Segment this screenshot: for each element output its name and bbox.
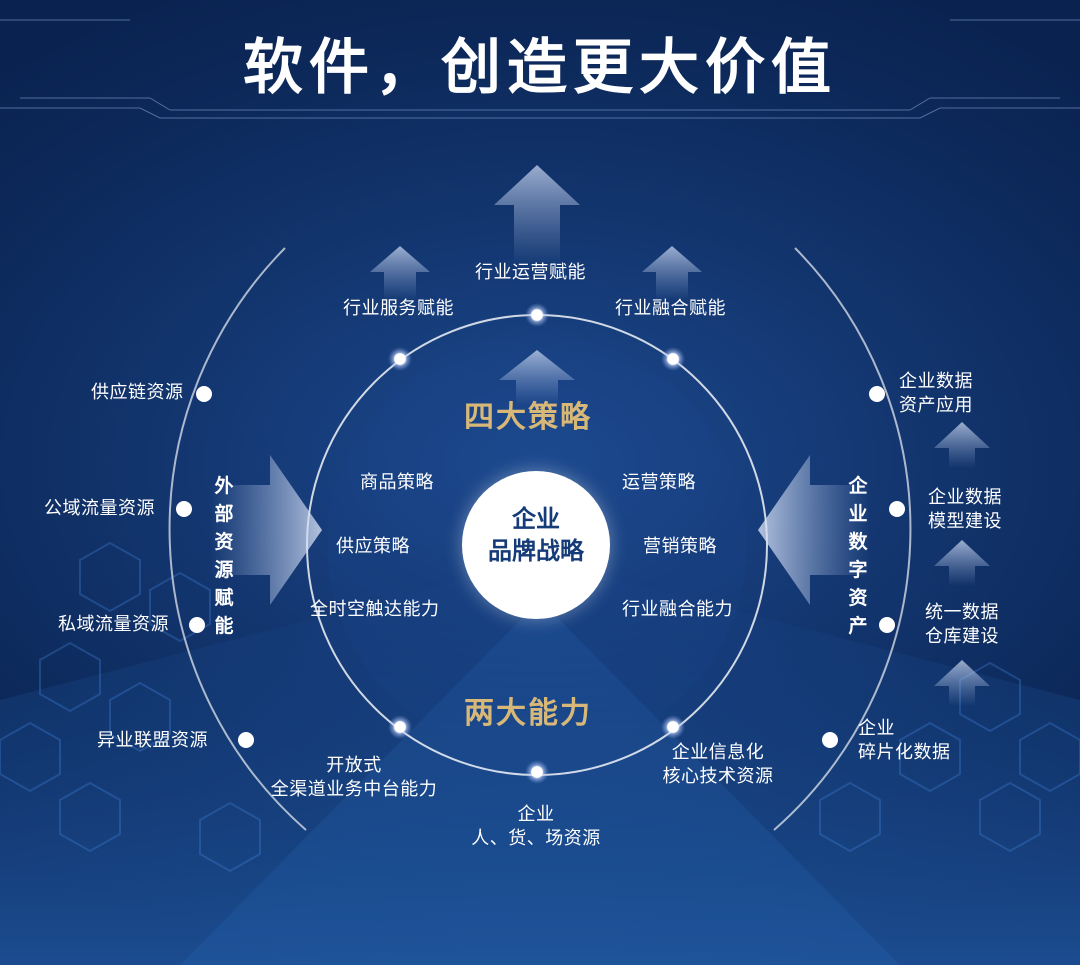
top-node-operation: 行业运营赋能: [475, 262, 586, 283]
right-item-warehouse-line2: 仓库建设: [925, 626, 999, 647]
top-node-fusion: 行业融合赋能: [615, 298, 726, 319]
bottom-node-open-line2: 全渠道业务中台能力: [270, 779, 438, 800]
right-item-warehouse-line1: 统一数据: [925, 602, 999, 623]
top-node-service: 行业服务赋能: [343, 298, 454, 319]
right-item-model-line1: 企业数据: [928, 487, 1002, 508]
two-capabilities-heading: 两大能力: [464, 696, 592, 731]
center-label-line2: 品牌战略: [488, 537, 584, 565]
right-item-model-line2: 模型建设: [928, 511, 1002, 532]
inner-item-touch: 全时空触达能力: [310, 599, 440, 620]
left-item-alliance: 异业联盟资源: [97, 730, 208, 751]
right-item-data-app-line2: 资产应用: [899, 395, 973, 416]
bottom-node-people: 企业 人、货、场资源: [466, 803, 606, 851]
left-item-public: 公域流量资源: [44, 498, 155, 519]
bottom-node-open-line1: 开放式: [326, 755, 382, 776]
inner-item-ops: 运营策略: [622, 472, 696, 493]
center-circle: [462, 471, 610, 619]
bottom-node-info-line1: 企业信息化: [671, 742, 765, 763]
right-item-data-app-line1: 企业数据: [899, 371, 973, 392]
right-item-warehouse: 统一数据 仓库建设: [925, 601, 999, 649]
inner-item-marketing: 营销策略: [643, 536, 717, 557]
bottom-node-info-line2: 核心技术资源: [662, 766, 774, 787]
left-item-supply-chain: 供应链资源: [91, 382, 184, 403]
bottom-node-open: 开放式 全渠道业务中台能力: [254, 754, 454, 802]
left-item-private: 私域流量资源: [58, 614, 169, 635]
right-item-model: 企业数据 模型建设: [928, 486, 1002, 534]
bottom-node-people-line2: 人、货、场资源: [471, 828, 601, 849]
right-vertical-label: 企业数字资产: [848, 475, 868, 637]
inner-item-goods: 商品策略: [360, 472, 434, 493]
left-vertical-label: 外部资源赋能: [214, 475, 234, 637]
four-strategies-heading: 四大策略: [464, 400, 592, 435]
right-item-fragment-line1: 企业: [858, 718, 895, 739]
inner-item-fusion: 行业融合能力: [622, 599, 733, 620]
page-title: 软件，创造更大价值: [243, 33, 837, 103]
center-label-line1: 企业: [512, 505, 560, 533]
right-item-data-app: 企业数据 资产应用: [899, 370, 973, 418]
bottom-node-info: 企业信息化 核心技术资源: [648, 741, 788, 789]
right-item-fragment-line2: 碎片化数据: [858, 742, 951, 763]
right-item-fragment: 企业 碎片化数据: [858, 717, 951, 765]
center-label: 企业 品牌战略: [462, 503, 610, 567]
inner-item-supply: 供应策略: [336, 536, 410, 557]
bottom-node-people-line1: 企业: [517, 804, 555, 825]
